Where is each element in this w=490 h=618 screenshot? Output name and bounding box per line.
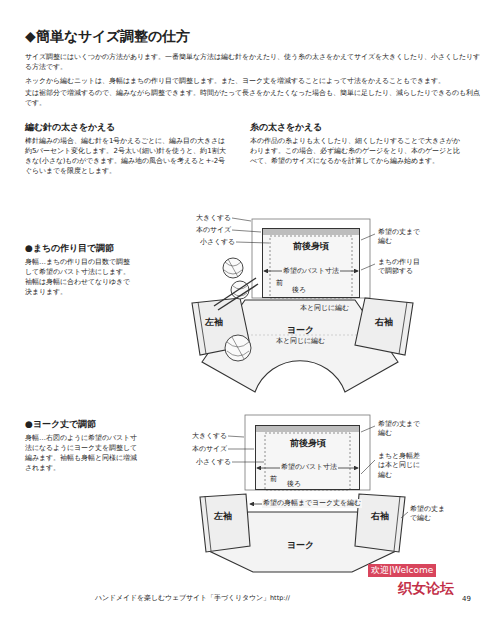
part-name: 右袖 xyxy=(371,511,389,523)
sleeve-shape xyxy=(355,298,413,355)
part-name: 右袖 xyxy=(375,317,393,329)
knitting-needle xyxy=(214,278,256,306)
part-note: 本と同じに編む xyxy=(276,337,325,345)
section-body: 本の作品の糸よりも太くしたり、細くしたりすることで大きさがかわります。この場合、… xyxy=(250,136,460,166)
dimension-label: 希望のバスト寸法 xyxy=(280,463,338,472)
size-note: 小さくする xyxy=(196,458,231,467)
sleeve-panel: 左袖 xyxy=(198,316,230,332)
sleeve-panel: 右袖 xyxy=(368,316,400,332)
size-larger-outline xyxy=(245,415,370,490)
instruction-note: まちの作り目で調節する xyxy=(378,258,420,277)
cuff-line xyxy=(394,496,400,551)
leader-line xyxy=(361,426,375,432)
body-fill xyxy=(255,425,360,490)
leader-line xyxy=(232,230,261,232)
part-label: 前 xyxy=(270,475,277,484)
size-larger-outline xyxy=(252,219,370,298)
yarn-wrap xyxy=(233,286,247,296)
watermark: 织女论坛 xyxy=(398,578,454,598)
leader-line xyxy=(361,460,375,474)
size-note: 大きくする xyxy=(192,432,227,441)
part-label: 後ろ xyxy=(287,480,301,489)
leader-line xyxy=(228,449,254,450)
instruction-note: 希望の丈まで編む xyxy=(378,420,420,439)
page-title: ◆簡単なサイズ調整の仕方 xyxy=(25,26,190,46)
size-note: 大きくする xyxy=(196,214,231,223)
section-heading: 編む針の太さをかえる xyxy=(25,121,225,134)
knitting-needle xyxy=(218,284,258,310)
intro-text: サイズ調整にはいくつかの方法があります。一番簡単な方法は編む針をかえたり、使う糸… xyxy=(25,52,480,72)
sleeve-shape xyxy=(355,494,405,552)
leader-line xyxy=(228,436,244,437)
sleeve-shape xyxy=(200,494,250,552)
instruction-note: まちと身幅差は本と同じに編む xyxy=(378,452,422,480)
section-heading: ●ヨーク丈で調節 xyxy=(25,418,165,431)
yoke-panel: ヨーク本と同じに編む xyxy=(250,324,350,356)
page-number: 49 xyxy=(462,594,471,604)
part-name: ヨーク xyxy=(287,325,314,337)
part-name: 前後身頃 xyxy=(293,241,329,253)
leader-line xyxy=(361,234,375,240)
cuff-line xyxy=(198,302,206,354)
section-body: 身幅…右図のように希望のバスト寸法になるようにヨーク丈を調整して編みます。袖幅も… xyxy=(25,433,140,474)
leader-line xyxy=(361,264,375,270)
dimension-label: 希望のバスト寸法 xyxy=(282,267,340,276)
section-body: 棒針編みの場合、編む針を1号かえるごとに、編み目の大きさは約5パーセント変化しま… xyxy=(25,136,230,177)
yarn-wrap xyxy=(224,259,242,277)
intro-text: 丈は裾部分で増減するので、編みながら調整できます。時間がたって長さをかえたくなっ… xyxy=(25,88,480,108)
instruction-note: 本と同じに編む xyxy=(300,304,349,313)
sleeve-panel: 左袖 xyxy=(207,510,239,526)
leader-line xyxy=(236,242,269,243)
diagram-two xyxy=(200,415,408,572)
section-heading: 糸の太さをかえる xyxy=(250,121,450,134)
ribbing-band xyxy=(255,425,360,432)
leader-line xyxy=(232,218,251,221)
section-body: 身幅…まちの作り目の目数で調整して希望のバスト寸法にします。袖幅は身幅に合わせて… xyxy=(25,257,135,298)
part-name: 左袖 xyxy=(214,511,232,523)
intro-text: ネックから編むニットは、身幅はまちの作り目で調整します。また、ヨーク丈を増減する… xyxy=(25,76,480,86)
body-fill xyxy=(262,228,360,298)
sleeve-panel: 右袖 xyxy=(364,510,396,526)
cuff-line xyxy=(399,302,407,354)
section-heading: ●まちの作り目で調節 xyxy=(25,242,165,255)
cuff-line xyxy=(205,496,211,551)
part-name: 左袖 xyxy=(205,317,223,329)
size-note: 本のサイズ xyxy=(192,445,227,454)
ribbing-band xyxy=(262,228,360,235)
yarn-ball xyxy=(223,258,243,278)
yoke-panel: ヨーク xyxy=(265,538,335,558)
body-panel: 前後身頃 xyxy=(262,228,360,298)
body-panel: 前後身頃 xyxy=(255,425,360,490)
yarn-ball xyxy=(225,335,251,361)
size-note: 小さくする xyxy=(200,238,235,247)
footer-text: ハンドメイドを楽しむウェブサイト「手づくりタウン」http:// xyxy=(95,594,290,603)
part-label: 前 xyxy=(276,279,283,288)
dimension-label: 希望の身幅までヨーク丈を編む xyxy=(262,499,362,508)
part-name: 前後身頃 xyxy=(290,438,326,450)
instruction-note: 希望の丈まで編む xyxy=(410,505,450,524)
size-note: 本のサイズ xyxy=(196,226,231,235)
leader-line xyxy=(232,462,264,463)
part-label: 後ろ xyxy=(292,286,306,295)
instruction-note: 希望の丈まで編む xyxy=(378,228,420,247)
watermark: 欢迎|Welcome xyxy=(368,564,436,577)
leader-line xyxy=(401,512,408,518)
size-smaller-outline xyxy=(265,433,350,490)
size-smaller-outline xyxy=(270,236,352,298)
part-name: ヨーク xyxy=(287,540,314,552)
yarn-wrap xyxy=(227,337,249,359)
